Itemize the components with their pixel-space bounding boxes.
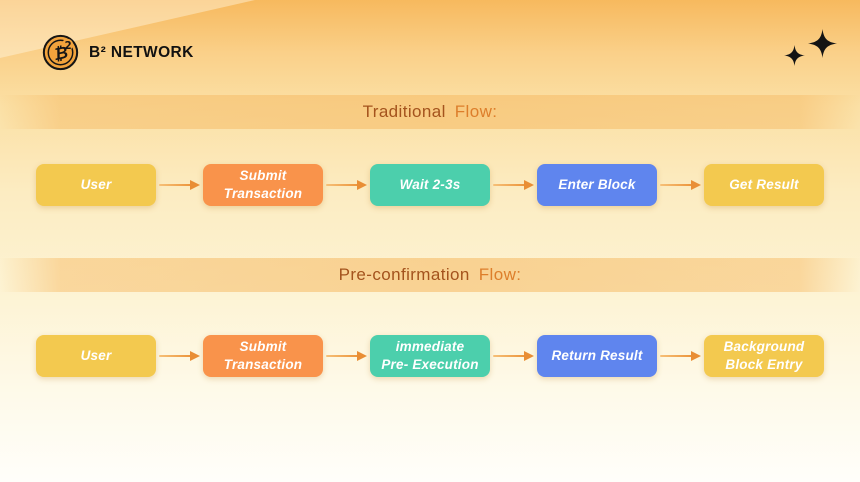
flow-arrow-icon xyxy=(326,180,367,190)
sparkle-large-icon xyxy=(808,29,837,58)
flow-arrow-icon xyxy=(159,351,200,361)
flow-node-wait: Wait 2-3s xyxy=(370,164,490,206)
flow-node-submit-transaction: Submit Transaction xyxy=(203,335,323,377)
flow-node-submit-transaction: Submit Transaction xyxy=(203,164,323,206)
preconfirmation-flow-title: Pre-confirmation Flow: xyxy=(0,258,860,292)
sparkle-small-icon xyxy=(784,45,805,66)
flow-node-get-result: Get Result xyxy=(704,164,824,206)
title-suffix-text: Flow: xyxy=(478,265,522,284)
flow-arrow-icon xyxy=(660,351,701,361)
flow-node-user: User xyxy=(36,164,156,206)
flow-arrow-icon xyxy=(326,351,367,361)
brand-name: B² NETWORK xyxy=(89,43,194,61)
flow-arrow-icon xyxy=(159,180,200,190)
flow-arrow-icon xyxy=(660,180,701,190)
flow-node-immediate-pre-execution: immediate Pre- Execution xyxy=(370,335,490,377)
brand-header: ₿ 2 B² NETWORK xyxy=(42,34,194,71)
title-main-text: Pre-confirmation xyxy=(338,265,470,284)
traditional-flow-row: User Submit Transaction Wait 2-3s Enter … xyxy=(0,161,860,209)
flow-node-background-block-entry: Background Block Entry xyxy=(704,335,824,377)
flow-node-enter-block: Enter Block xyxy=(537,164,657,206)
flow-arrow-icon xyxy=(493,180,534,190)
title-suffix-text: Flow: xyxy=(454,102,498,121)
flow-arrow-icon xyxy=(493,351,534,361)
svg-text:2: 2 xyxy=(65,41,72,52)
preconfirmation-flow-row: User Submit Transaction immediate Pre- E… xyxy=(0,332,860,380)
traditional-flow-title: Traditional Flow: xyxy=(0,95,860,129)
title-main-text: Traditional xyxy=(362,102,446,121)
flow-node-return-result: Return Result xyxy=(537,335,657,377)
flow-node-user: User xyxy=(36,335,156,377)
bitcoin-b2-coin-icon: ₿ 2 xyxy=(42,34,79,71)
svg-text:₿: ₿ xyxy=(51,43,69,65)
